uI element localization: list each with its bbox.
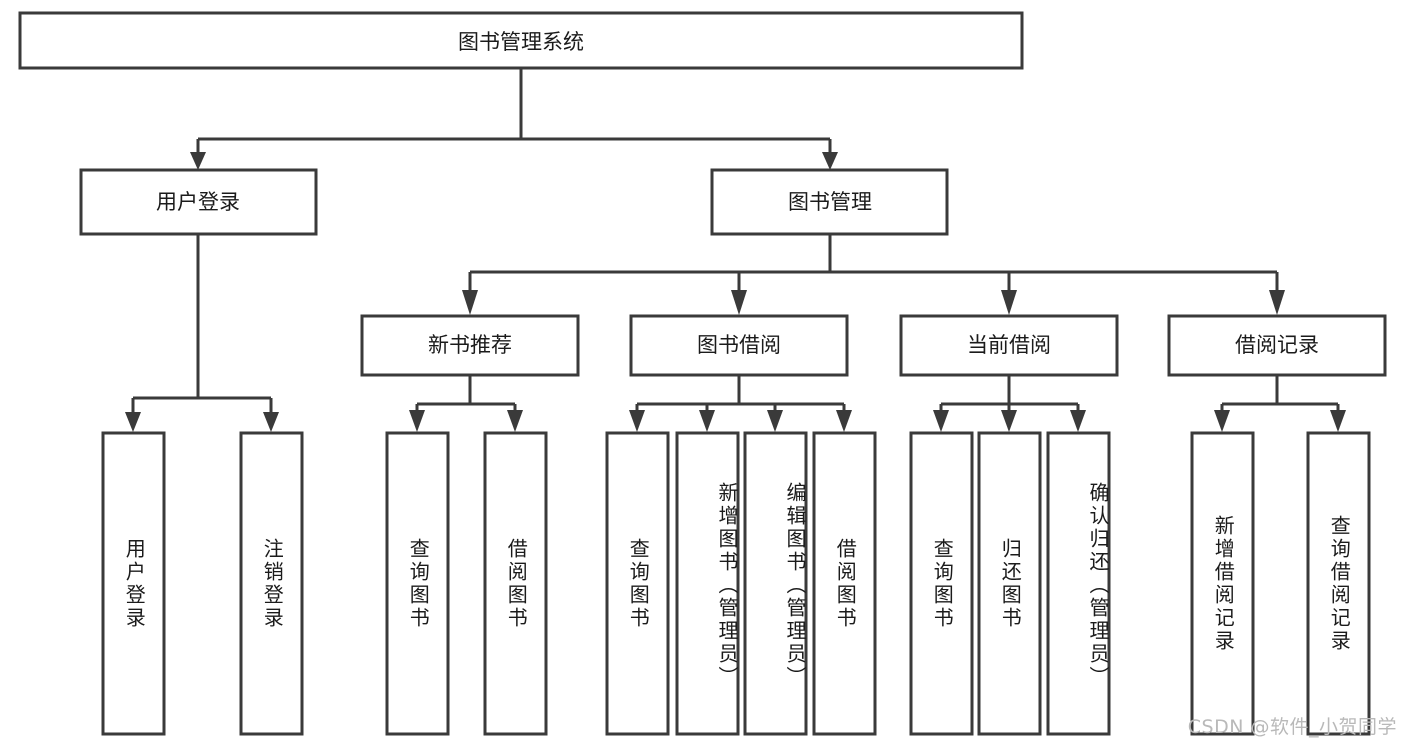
arrowhead-bb-leaf2 <box>699 410 715 432</box>
arrowhead-cb-leaf2 <box>1001 410 1017 432</box>
arrowhead-bookmgmt <box>822 152 838 170</box>
arrowhead-cb-leaf1 <box>933 410 949 432</box>
csdn-watermark: CSDN @软件_小贺同学 <box>1187 716 1397 738</box>
connector-group-bookborrow <box>629 375 852 432</box>
leaf-box-logout[interactable] <box>239 431 304 736</box>
connector-group-root <box>190 68 838 170</box>
leaf-box-add-book-admin[interactable] <box>675 431 740 736</box>
node-current-borrow-label: 当前借阅 <box>967 333 1051 357</box>
leaf-box-user-login[interactable] <box>101 431 166 736</box>
connector-group-currentborrow <box>933 375 1086 432</box>
node-new-book-recommend-box[interactable] <box>360 314 580 377</box>
node-book-borrow-label: 图书借阅 <box>697 333 781 357</box>
arrowhead-borrowrecord <box>1269 290 1285 315</box>
node-root-box[interactable] <box>18 11 1024 70</box>
node-book-borrow-box[interactable] <box>629 314 849 377</box>
connector-group-newbook <box>409 375 523 432</box>
arrowhead-leaf-user-login <box>125 412 141 432</box>
leaf-box-confirm-return-admin[interactable] <box>1046 431 1111 736</box>
leaf-box-add-borrow-record[interactable] <box>1190 431 1255 736</box>
arrowhead-currentborrow <box>1001 290 1017 315</box>
leaf-box-return-book[interactable] <box>977 431 1042 736</box>
connector-group-userlogin <box>125 234 279 432</box>
arrowhead-cb-leaf3 <box>1070 410 1086 432</box>
node-new-book-recommend-label: 新书推荐 <box>428 333 512 357</box>
arrowhead-br-leaf2 <box>1330 410 1346 432</box>
node-current-borrow-box[interactable] <box>899 314 1119 377</box>
arrowhead-newbook <box>462 290 478 315</box>
leaf-box-query-borrow-record[interactable] <box>1306 431 1371 736</box>
node-borrow-record-box[interactable] <box>1167 314 1387 377</box>
arrowhead-nb-leaf1 <box>409 410 425 432</box>
node-user-login-box[interactable] <box>79 168 318 236</box>
node-user-login-label: 用户登录 <box>156 190 240 214</box>
leaf-box-query-book-nb[interactable] <box>385 431 450 736</box>
arrowhead-bb-leaf3 <box>767 410 783 432</box>
leaf-box-edit-book-admin[interactable] <box>743 431 808 736</box>
arrowhead-br-leaf1 <box>1214 410 1230 432</box>
leaf-box-query-book-bb[interactable] <box>605 431 670 736</box>
arrowhead-userlogin <box>190 152 206 170</box>
leaf-box-query-book-cb[interactable] <box>909 431 974 736</box>
arrowhead-leaf-logout <box>263 412 279 432</box>
node-root-label: 图书管理系统 <box>458 30 584 54</box>
leaf-box-borrow-book-nb[interactable] <box>483 431 548 736</box>
leaf-box-borrow-book-bb[interactable] <box>812 431 877 736</box>
node-borrow-record-label: 借阅记录 <box>1235 333 1319 357</box>
connector-group-borrowrecord <box>1214 375 1346 432</box>
arrowhead-nb-leaf2 <box>507 410 523 432</box>
arrowhead-bb-leaf1 <box>629 410 645 432</box>
arrowhead-bookborrow <box>731 290 747 315</box>
node-book-management-label: 图书管理 <box>788 190 872 214</box>
arrowhead-bb-leaf4 <box>836 410 852 432</box>
node-book-management-box[interactable] <box>710 168 949 236</box>
connector-group-bookmgmt <box>462 234 1285 315</box>
